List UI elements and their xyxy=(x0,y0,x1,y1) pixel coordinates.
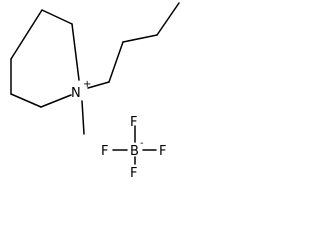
fluorine-atom-left: F xyxy=(101,144,108,159)
butyl-chain xyxy=(87,2,180,89)
butyl-bond-1 xyxy=(87,81,110,89)
ring-bond-4 xyxy=(10,93,42,108)
butyl-bond-4 xyxy=(156,2,180,36)
boron-charge: - xyxy=(140,138,144,149)
ring-bond-1 xyxy=(41,9,73,25)
boron-atom: B xyxy=(130,144,139,159)
tetrafluoroborate-bonds xyxy=(112,125,157,165)
fluorine-atom-top: F xyxy=(130,115,137,130)
butyl-bond-3 xyxy=(122,34,158,43)
ring-bond-3 xyxy=(40,94,72,108)
nitrogen-atom: N xyxy=(71,86,81,101)
ring-bond-2 xyxy=(71,23,80,81)
fluorine-atom-bottom: F xyxy=(130,166,137,179)
piperidine-ring xyxy=(10,9,80,108)
butyl-bond-2 xyxy=(108,41,124,83)
chemical-structure: N + B - F F F F xyxy=(10,2,180,179)
ring-bond-6 xyxy=(10,9,43,60)
fluorine-atom-right: F xyxy=(159,144,166,159)
methyl-bond xyxy=(81,100,85,135)
nitrogen-charge: + xyxy=(83,79,91,90)
